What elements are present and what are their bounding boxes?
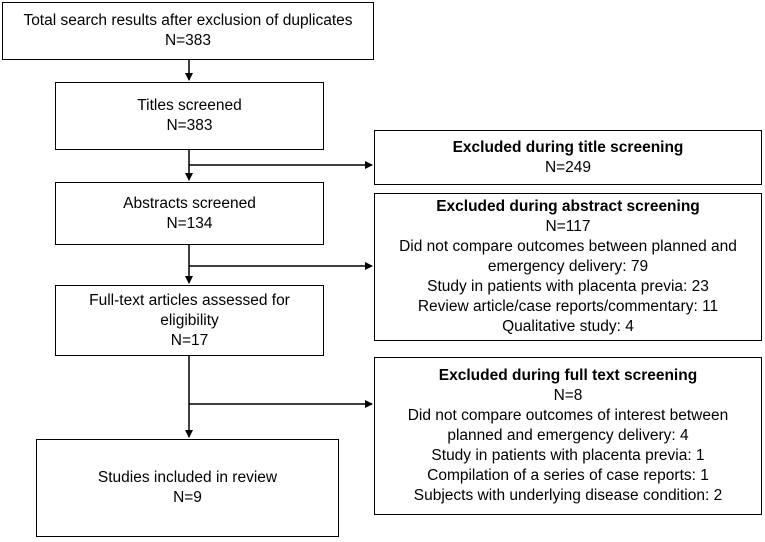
titles-screened-label: Titles screened xyxy=(137,97,242,114)
abstract-exclusion-reason-2: Study in patients with placenta previa: … xyxy=(427,278,709,295)
abstract-exclusion-heading: Excluded during abstract screening xyxy=(436,198,700,215)
title-exclusion-box: Excluded during title screening N=249 xyxy=(374,130,762,185)
fulltext-assessed-count: N=17 xyxy=(170,331,209,349)
title-exclusion-heading: Excluded during title screening xyxy=(452,138,684,156)
fulltext-exclusion-reason-4: Subjects with underlying disease conditi… xyxy=(413,487,723,504)
abstract-exclusion-count: N=117 xyxy=(545,218,591,235)
studies-included-box: Studies included in review N=9 xyxy=(36,439,339,537)
abstracts-screened-count: N=134 xyxy=(166,214,213,232)
abstract-exclusion-reason-4: Qualitative study: 4 xyxy=(502,318,634,335)
fulltext-assessed-label-line1: Full-text articles assessed for xyxy=(89,291,290,309)
studies-included-label: Studies included in review xyxy=(97,469,278,486)
abstract-exclusion-reason-1a: Did not compare outcomes between planned… xyxy=(399,238,737,255)
total-search-count: N=383 xyxy=(164,32,212,49)
abstract-exclusion-box: Excluded during abstract screening N=117… xyxy=(374,193,762,341)
fulltext-exclusion-reason-1b: planned and emergency delivery: 4 xyxy=(447,427,689,444)
fulltext-exclusion-reason-1a: Did not compare outcomes of interest bet… xyxy=(407,407,729,424)
fulltext-assessed-box: Full-text articles assessed for eligibil… xyxy=(55,285,324,356)
titles-screened-count: N=383 xyxy=(166,117,213,134)
abstracts-screened-label: Abstracts screened xyxy=(123,194,256,212)
total-search-label: Total search results after exclusion of … xyxy=(23,12,353,29)
title-exclusion-count: N=249 xyxy=(544,158,592,176)
abstracts-screened-box: Abstracts screened N=134 xyxy=(55,182,324,245)
fulltext-exclusion-box: Excluded during full text screening N=8 … xyxy=(374,357,762,515)
fulltext-exclusion-heading: Excluded during full text screening xyxy=(438,367,698,384)
abstract-exclusion-reason-1b: emergency delivery: 79 xyxy=(487,258,649,275)
fulltext-assessed-label-line2: eligibility xyxy=(160,311,219,329)
fulltext-exclusion-reason-3: Compilation of a series of case reports:… xyxy=(427,467,709,484)
total-search-results-box: Total search results after exclusion of … xyxy=(2,2,374,60)
fulltext-exclusion-reason-2: Study in patients with placenta previa: … xyxy=(431,447,705,464)
studies-included-count: N=9 xyxy=(173,489,202,506)
titles-screened-box: Titles screened N=383 xyxy=(55,82,324,150)
fulltext-exclusion-count: N=8 xyxy=(553,387,583,404)
abstract-exclusion-reason-3: Review article/case reports/commentary: … xyxy=(417,298,719,315)
